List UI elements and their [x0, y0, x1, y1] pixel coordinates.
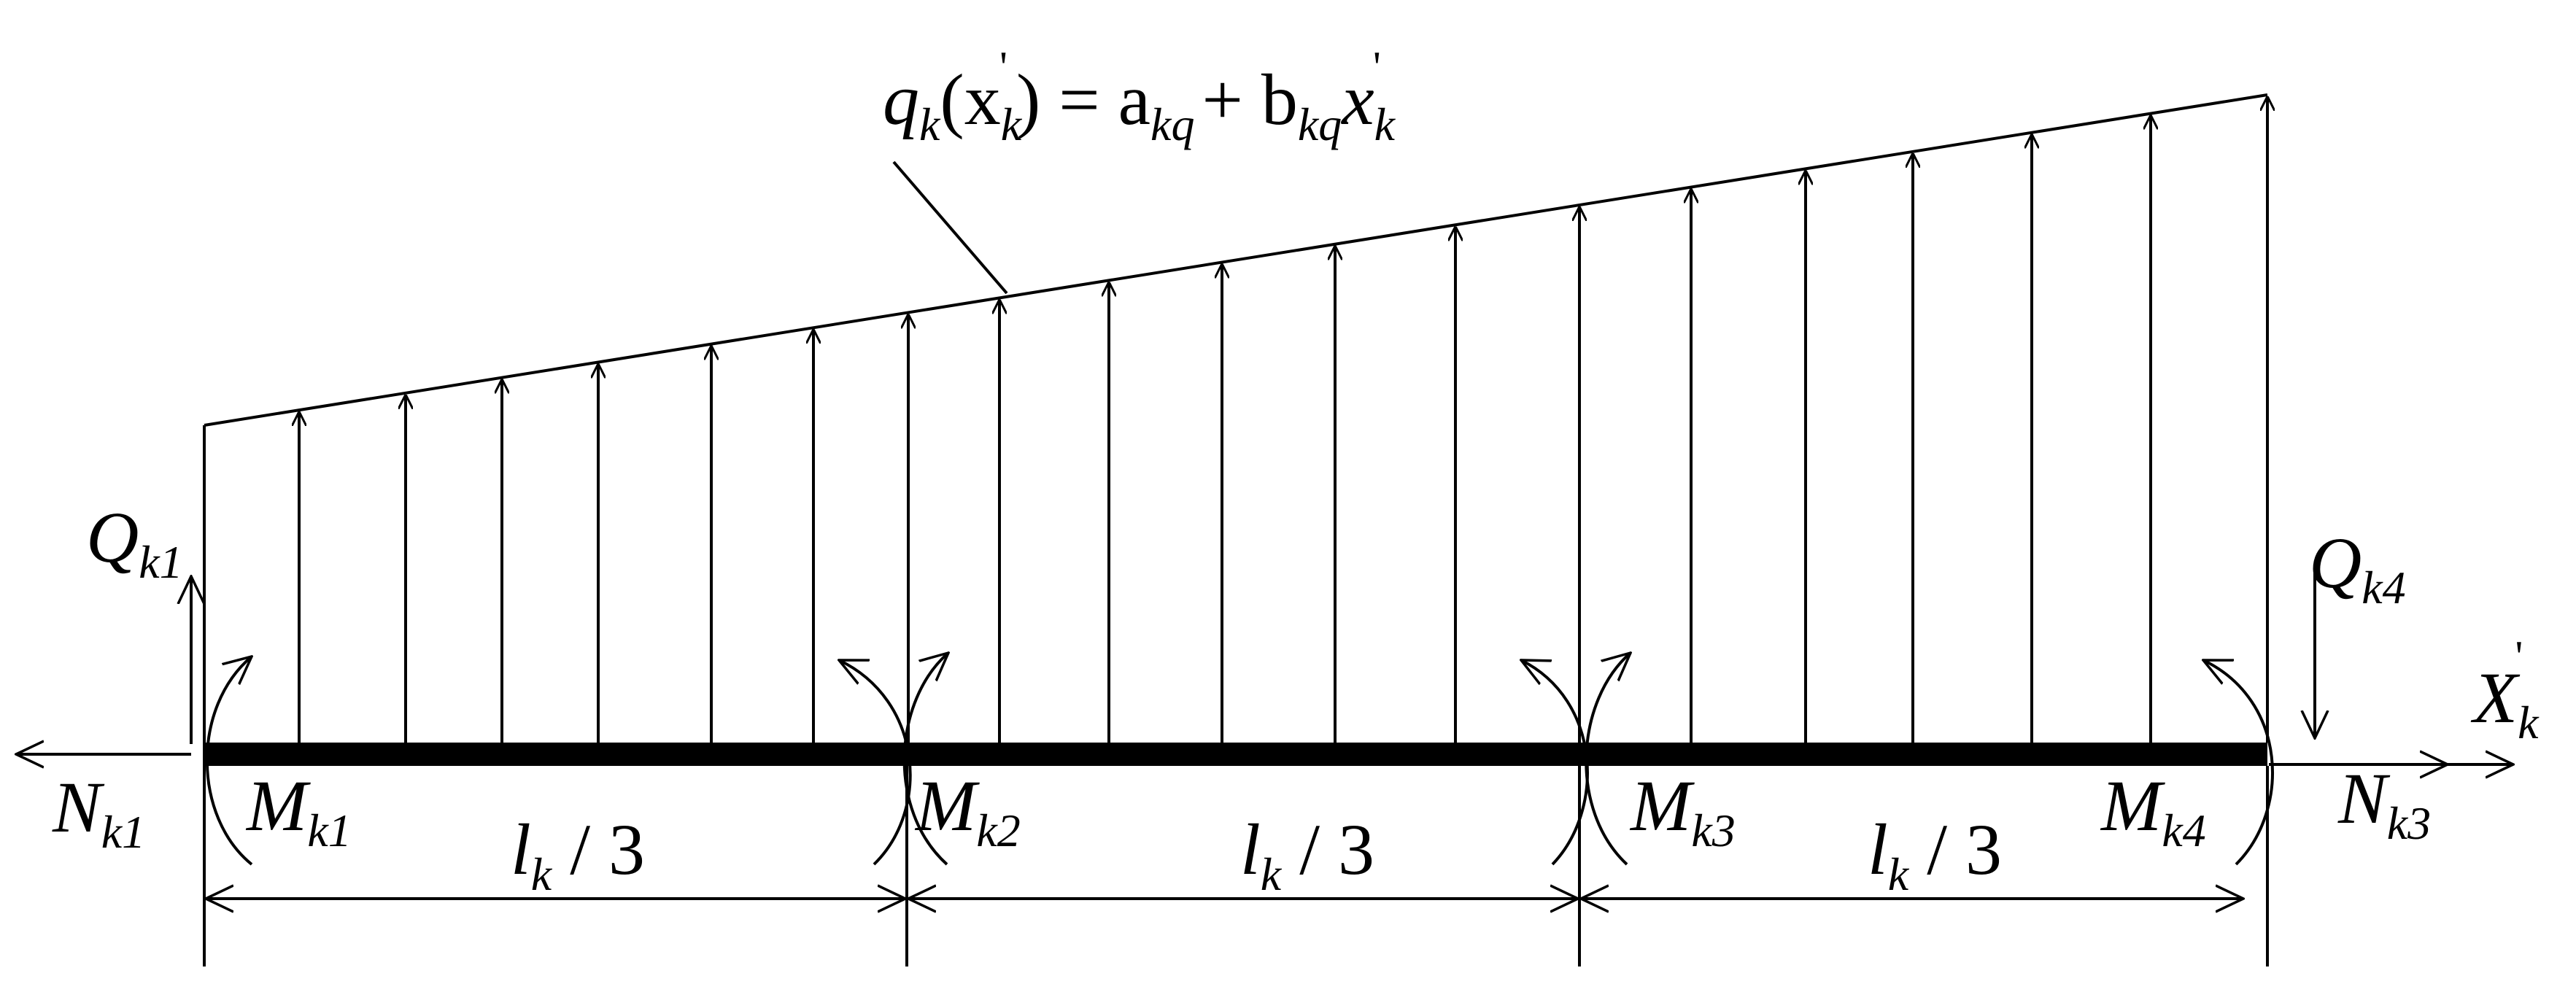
- moment-m3-right-arc: [1585, 653, 1631, 866]
- distributed-load-arrows: [299, 98, 2267, 743]
- label-m-k2: Mk2: [914, 765, 1021, 856]
- load-formula: qk(xk') = akq+ bkqxk': [883, 43, 1396, 150]
- moment-m1-arc: [205, 656, 252, 866]
- label-n-k3: Nk3: [2337, 758, 2431, 849]
- load-envelope-line: [204, 93, 2268, 427]
- label-q-k1: Qk1: [86, 497, 183, 588]
- moment-m2-right-arc: [902, 653, 948, 866]
- label-m-k1: Mk1: [245, 765, 352, 856]
- label-x-axis: Xk': [2470, 632, 2540, 748]
- label-m-k4: Mk4: [2100, 765, 2206, 856]
- label-n-k1: Nk1: [52, 767, 145, 858]
- beam: [203, 743, 2267, 766]
- formula-leader-line: [892, 160, 1008, 295]
- segment-length-3: lk / 3: [1868, 809, 2002, 900]
- segment-length-2: lk / 3: [1240, 809, 1374, 900]
- segment-length-1: lk / 3: [511, 809, 645, 900]
- label-q-k4: Qk4: [2309, 522, 2406, 613]
- label-m-k3: Mk3: [1629, 765, 1736, 856]
- moment-m2-left-arc: [839, 659, 912, 866]
- moment-m4-arc: [2203, 659, 2274, 866]
